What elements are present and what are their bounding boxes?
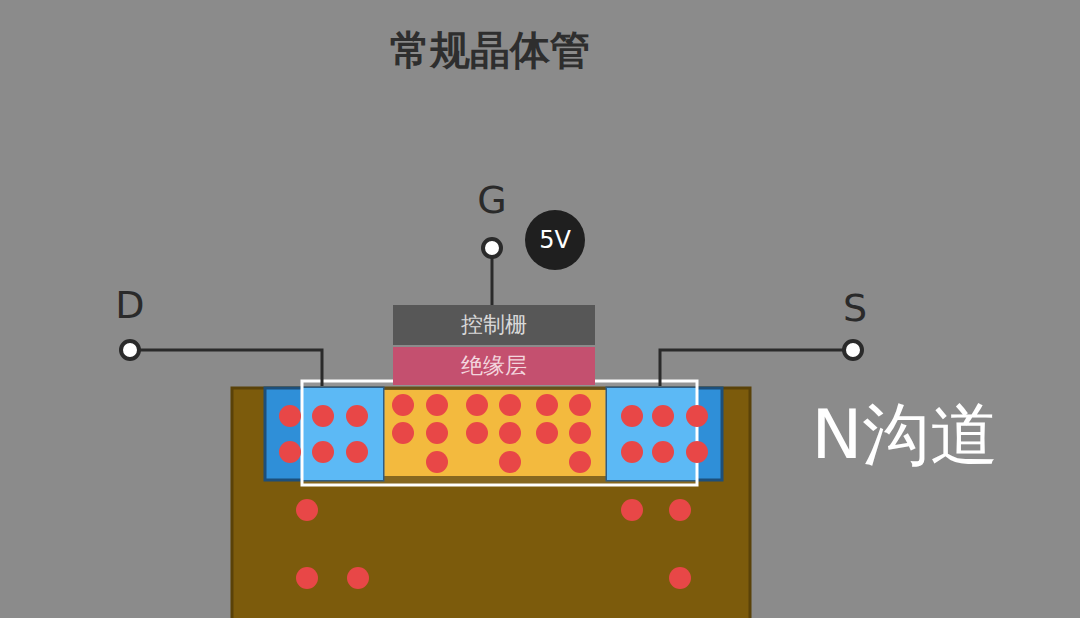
electron: [621, 441, 643, 463]
electron: [426, 394, 448, 416]
electron: [347, 567, 369, 589]
source-terminal: [844, 341, 862, 359]
electron: [686, 441, 708, 463]
electron: [466, 422, 488, 444]
electron: [652, 441, 674, 463]
electron: [669, 499, 691, 521]
gate-terminal: [483, 239, 501, 257]
electron: [296, 567, 318, 589]
channel-frame: [302, 381, 697, 485]
electron: [392, 422, 414, 444]
electron: [536, 422, 558, 444]
drain-terminal: [121, 341, 139, 359]
insulating-layer: 绝缘层: [393, 347, 595, 385]
gate-label: G: [477, 181, 506, 219]
node-text: 5V: [539, 227, 571, 253]
electron: [346, 405, 368, 427]
electron: [569, 451, 591, 473]
wires: [139, 258, 844, 386]
electron: [621, 405, 643, 427]
electron: [621, 499, 643, 521]
voltage-badge: 5V: [525, 210, 585, 270]
electron: [392, 394, 414, 416]
electron-dots: [279, 394, 708, 589]
electron: [466, 394, 488, 416]
electron: [569, 394, 591, 416]
source-label: S: [843, 289, 867, 327]
electron: [499, 394, 521, 416]
electron: [499, 451, 521, 473]
electron: [312, 441, 334, 463]
electron: [536, 394, 558, 416]
title: 常规晶体管: [390, 30, 590, 70]
terminals: [121, 239, 862, 359]
electron: [426, 422, 448, 444]
node-text: 控制栅: [461, 313, 527, 337]
channel-label: N沟道: [812, 401, 999, 469]
electron: [279, 405, 301, 427]
electron: [312, 405, 334, 427]
drain-wire: [139, 350, 322, 386]
electron: [569, 422, 591, 444]
control-gate: 控制栅: [393, 305, 595, 345]
electron: [652, 405, 674, 427]
electron: [426, 451, 448, 473]
drain-label: D: [115, 286, 144, 324]
source-wire: [660, 350, 844, 386]
electron: [686, 405, 708, 427]
electron: [279, 441, 301, 463]
electron: [296, 499, 318, 521]
electron: [669, 567, 691, 589]
electron: [499, 422, 521, 444]
node-text: 绝缘层: [461, 354, 527, 378]
gate-wire: [491, 258, 494, 305]
electron: [346, 441, 368, 463]
